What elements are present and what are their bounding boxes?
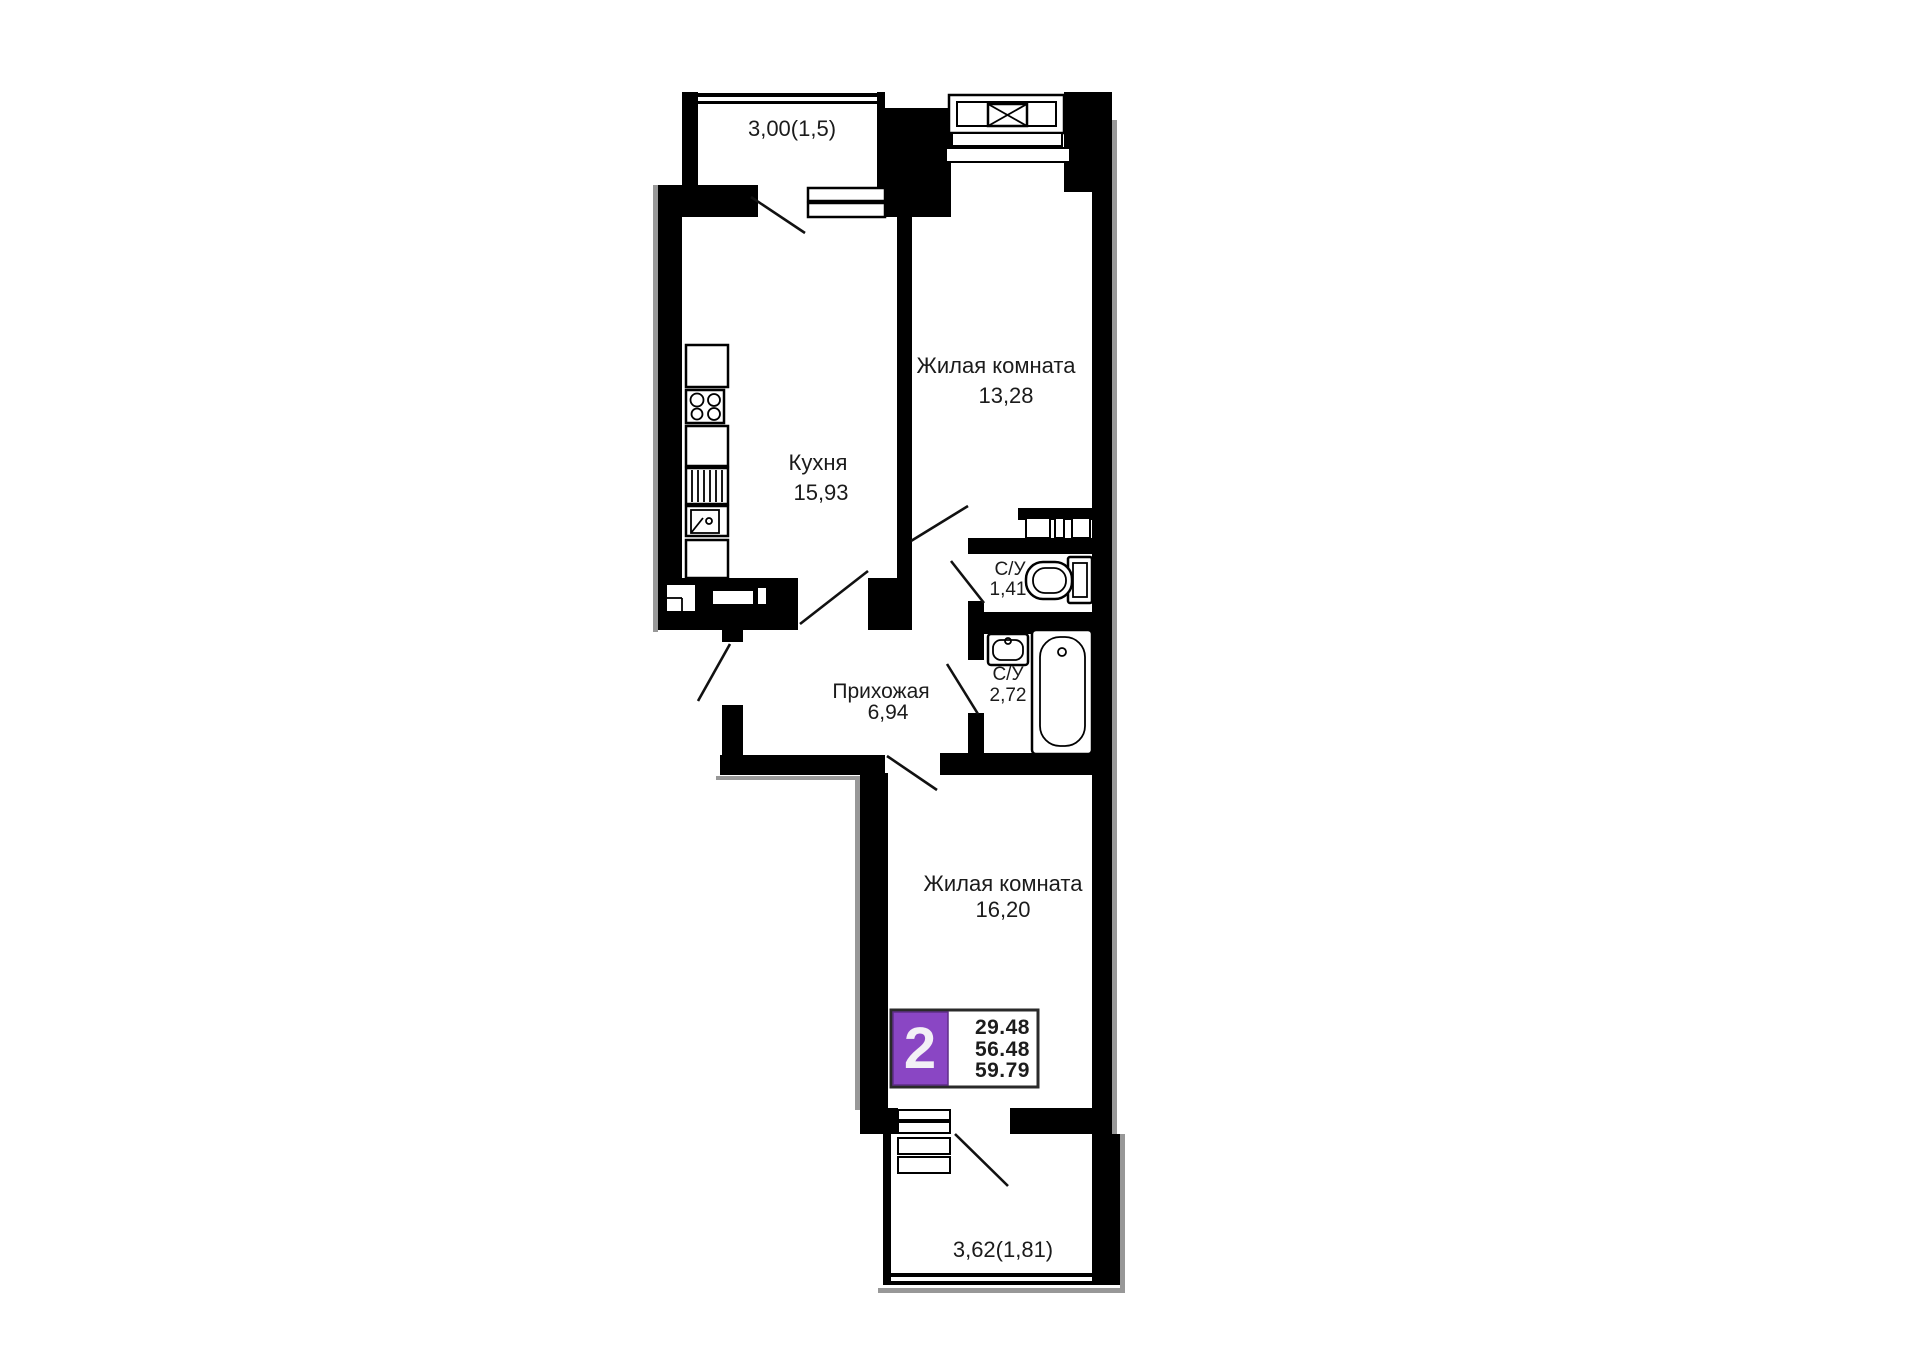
room-labels: 3,00(1,5) Жилая комната 13,28 Кухня 15,9… — [748, 116, 1083, 1262]
wall-segment — [897, 200, 912, 578]
balcony-window-line — [694, 101, 885, 104]
living2-window-sill — [897, 1137, 951, 1155]
wall-segment — [885, 108, 951, 217]
shelf-box-icon — [1025, 517, 1051, 539]
bathroom-door-swing — [945, 663, 980, 715]
living1-area: 13,28 — [978, 383, 1033, 408]
area-value-3: 59.79 — [975, 1059, 1030, 1082]
wardrobe-niche — [1025, 517, 1091, 539]
kitchen-sink-faucet — [690, 517, 704, 534]
kitchen-sink-drain — [705, 517, 713, 525]
living1-door-swing — [910, 504, 969, 543]
wall-segment — [877, 92, 885, 190]
kitchen-area: 15,93 — [793, 480, 848, 505]
bathtub-drain — [1057, 647, 1067, 657]
wall-segment — [968, 601, 984, 660]
balcony-window-line — [883, 1281, 1120, 1285]
info-badge: 2 29.48 56.48 59.79 — [889, 1008, 1040, 1089]
wall-segment — [883, 1134, 891, 1284]
fridge-icon — [684, 343, 730, 389]
bathtub-icon — [1030, 628, 1094, 756]
living2-window — [897, 1109, 951, 1121]
toilet-bowl — [1032, 567, 1067, 594]
living1-window-sill — [951, 132, 1063, 147]
wall-segment — [1092, 133, 1112, 1134]
living2-door-swing — [886, 754, 938, 792]
kitchen-counter — [684, 424, 730, 468]
wall-segment — [940, 753, 1112, 775]
doors — [696, 195, 1009, 1187]
wall-segment — [722, 630, 743, 642]
shelf-box-icon — [1071, 517, 1091, 539]
bathroom-sink-icon — [986, 632, 1030, 667]
wall-segment — [1092, 1134, 1120, 1284]
wall-segment — [860, 773, 888, 1108]
balcony-top-label: 3,00(1,5) — [748, 116, 836, 141]
wc-area: 1,41 — [990, 579, 1027, 600]
wc-name: С/У — [994, 559, 1026, 580]
stove-burner — [707, 393, 721, 407]
balcony-bottom-label: 3,62(1,81) — [953, 1237, 1053, 1262]
bathroom-area: 2,72 — [990, 685, 1027, 706]
shadow-hallway-bottom — [716, 776, 868, 780]
room-count-value: 2 — [904, 1016, 936, 1081]
living2-window — [897, 1121, 951, 1134]
kitchen-door-swing — [799, 569, 869, 626]
kitchen-cabinet-icon — [756, 586, 768, 606]
walls — [658, 92, 1120, 1285]
wall-segment — [1010, 1108, 1092, 1134]
windows — [806, 93, 1071, 1174]
area-value-1: 29.48 — [975, 1016, 1030, 1039]
living2-window-sill — [897, 1156, 951, 1174]
living1-window-sill — [945, 147, 1071, 163]
bathroom-sink-bowl — [992, 639, 1024, 661]
shadow-balcony-right — [1120, 1134, 1125, 1288]
wall-segment — [968, 713, 984, 755]
living2-area: 16,20 — [975, 897, 1030, 922]
shadow-balcony-bottom — [878, 1288, 1125, 1293]
wall-segment — [968, 538, 1092, 554]
wall-segment — [984, 612, 1092, 634]
wall-segment — [860, 1108, 898, 1134]
stove-burner — [690, 407, 704, 421]
wall-segment — [868, 578, 912, 630]
living2-name: Жилая комната — [924, 871, 1084, 896]
shadow-kitchen-left — [653, 185, 658, 632]
kitchen-sink-bowl — [690, 509, 720, 534]
balcony-bottom-door-swing — [954, 1133, 1009, 1187]
stove-burner — [689, 392, 705, 408]
kitchen-table-icon — [711, 589, 755, 606]
kitchen-fixtures — [665, 343, 768, 613]
balcony-window-line — [883, 1273, 1120, 1277]
bathtub-inner — [1039, 636, 1086, 747]
bathroom-fixtures — [986, 628, 1094, 756]
balcony-window-line — [694, 93, 885, 97]
wc-door-swing — [949, 560, 986, 604]
wall-shadows — [653, 120, 1125, 1293]
room-count-badge — [892, 1011, 949, 1086]
kitchen-window — [806, 201, 887, 219]
wc-fixtures — [1024, 555, 1094, 605]
wall-segment — [658, 185, 682, 630]
wall-segment — [682, 92, 698, 187]
shelf-box-icon — [1054, 517, 1065, 539]
hallway-name: Прихожая — [832, 680, 929, 703]
vent-shaft-cross — [987, 103, 1028, 127]
kitchen-name: Кухня — [789, 450, 848, 475]
shadow-living2-left — [855, 780, 860, 1110]
hallway-area: 6,94 — [868, 701, 909, 724]
bathroom-sink-faucet — [1004, 637, 1012, 645]
wall-segment — [720, 755, 885, 775]
kitchen-window — [806, 186, 887, 203]
living1-name: Жилая комната — [917, 353, 1077, 378]
kitchen-drainer-icon — [684, 466, 730, 506]
entry-door-swing — [696, 643, 732, 702]
balcony-top-door-swing — [750, 195, 806, 235]
area-value-2: 56.48 — [975, 1038, 1030, 1061]
kitchen-counter — [684, 538, 730, 580]
shadow-right — [1112, 120, 1117, 1134]
bathroom-name: С/У — [992, 664, 1024, 685]
stove-burner — [707, 407, 721, 421]
